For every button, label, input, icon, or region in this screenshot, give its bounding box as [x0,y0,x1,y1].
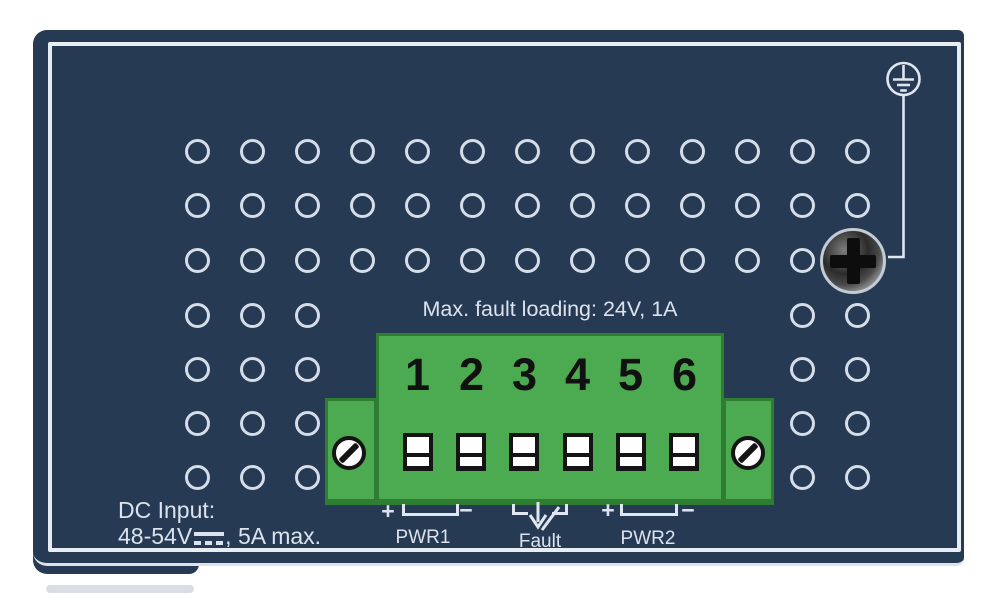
terminal-number: 3 [511,349,538,400]
fault-label: Fault [518,531,562,552]
vent-hole [294,138,320,164]
vent-hole [789,138,815,164]
terminal-block [376,333,724,505]
vent-hole [679,247,705,273]
pwr2-plus-sign: + [601,497,615,523]
vent-hole [569,192,595,218]
vent-hole [294,302,320,328]
vent-hole [844,302,870,328]
panel-drop-shadow [46,585,194,593]
protective-earth-ground-icon [886,61,921,259]
vent-hole [844,464,870,490]
dc-input-rating: DC Input: 48-54V , 5A max. [118,497,321,549]
vent-hole [239,192,265,218]
vent-hole [514,247,540,273]
vent-hole [184,302,210,328]
fault-bracket-right [552,504,568,515]
vent-hole [624,247,650,273]
dc-input-suffix: , 5A max. [225,523,322,549]
terminal-number: 1 [404,349,431,400]
vent-hole [844,410,870,436]
terminal-contact-1 [403,433,433,471]
vent-hole [459,247,485,273]
vent-hole [789,356,815,382]
vent-hole [239,138,265,164]
vent-hole [624,192,650,218]
slotted-screw-icon [332,436,366,470]
vent-hole [789,302,815,328]
dc-input-line1: DC Input: [118,497,216,523]
pwr1-label: PWR1 [395,527,451,548]
vent-hole [184,356,210,382]
terminal-contact-6 [669,433,699,471]
vent-hole [349,247,375,273]
vent-hole [734,192,760,218]
fault-bracket-left [512,504,528,515]
slotted-screw-icon [731,436,765,470]
terminal-contact-5 [615,433,646,471]
vent-hole [569,138,595,164]
terminal-number: 2 [458,349,485,400]
pwr1-minus-sign: − [459,497,473,523]
vent-hole [789,464,815,490]
pwr2-bracket [620,504,678,516]
vent-hole [294,356,320,382]
vent-hole [514,192,540,218]
vent-hole [404,138,430,164]
vent-hole [789,192,815,218]
vent-hole [184,410,210,436]
vent-hole [294,410,320,436]
phillips-cross-icon [846,238,860,284]
vent-hole [734,247,760,273]
vent-hole [679,192,705,218]
vent-hole [239,247,265,273]
vent-hole [734,138,760,164]
pwr2-minus-sign: − [681,497,695,523]
terminal-contact-4 [562,433,593,471]
grounding-screw [820,228,886,294]
vent-hole [624,138,650,164]
vent-hole [679,138,705,164]
vent-hole [459,138,485,164]
vent-hole [184,192,210,218]
vent-hole [184,464,210,490]
vent-hole [844,138,870,164]
vent-hole [404,192,430,218]
vent-hole [514,138,540,164]
vent-hole [184,138,210,164]
terminal-number: 4 [564,349,591,400]
vent-hole [789,247,815,273]
dc-input-line2: 48-54V , 5A max. [118,523,321,549]
vent-hole [404,247,430,273]
pwr2-label: PWR2 [620,528,676,549]
vent-hole [184,247,210,273]
terminal-contact-3 [509,433,540,471]
screw-slot [737,442,759,464]
vent-hole [239,356,265,382]
vent-hole [459,192,485,218]
terminal-number: 6 [671,349,698,400]
pwr1-plus-sign: + [381,498,395,524]
terminal-contact-2 [456,433,487,471]
dc-symbol-icon [194,532,225,545]
fault-relay-arrow-icon [528,502,561,531]
terminal-number: 5 [617,349,644,400]
vent-hole [349,192,375,218]
vent-hole [844,356,870,382]
vent-hole [294,464,320,490]
vent-hole [239,464,265,490]
screw-slot [338,442,360,464]
vent-hole [349,138,375,164]
vent-hole [569,247,595,273]
vent-hole [294,247,320,273]
max-fault-loading-note: Max. fault loading: 24V, 1A [422,297,678,321]
vent-hole [239,410,265,436]
pwr1-bracket [402,504,459,516]
vent-hole [239,302,265,328]
vent-hole [789,410,815,436]
vent-hole [844,192,870,218]
dc-input-voltage: 48-54V [118,523,193,549]
vent-hole [294,192,320,218]
